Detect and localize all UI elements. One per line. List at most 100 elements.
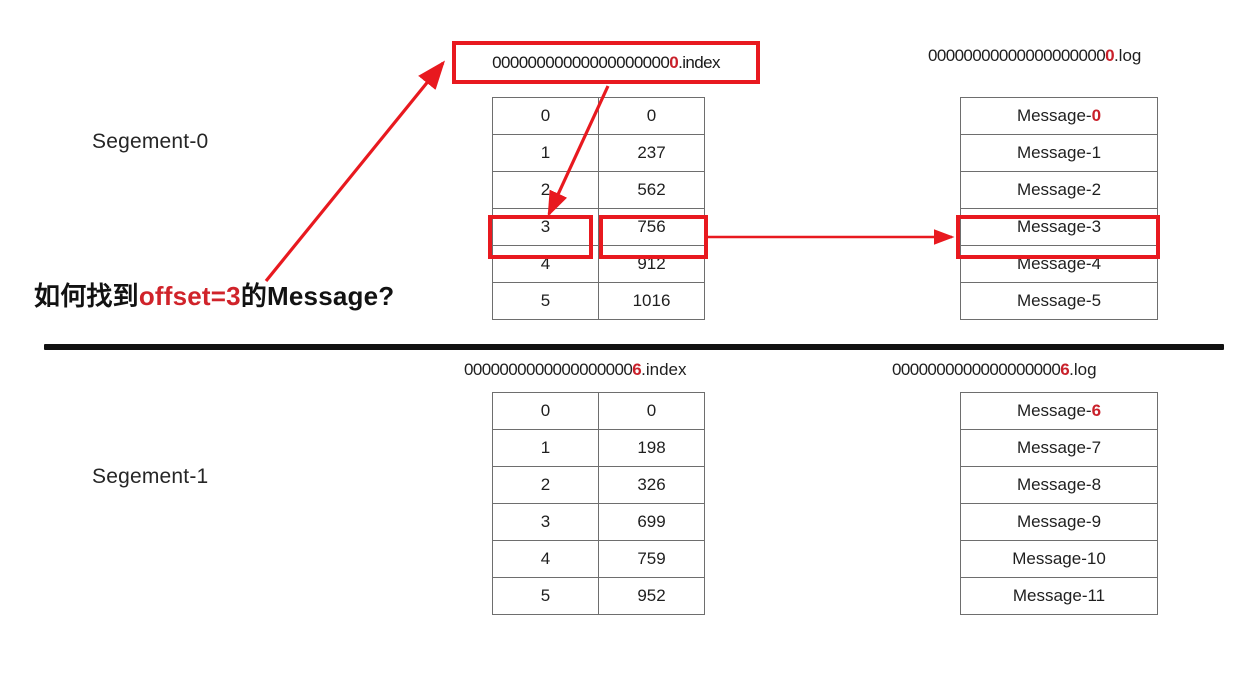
table-row: Message-5 xyxy=(960,282,1158,320)
table-row: Message-10 xyxy=(960,540,1158,578)
index-offset-cell: 4 xyxy=(492,245,599,283)
filename-zeros: 00000000000000000000 xyxy=(928,46,1106,65)
filename-highlight-digit: 6 xyxy=(1060,360,1070,379)
segment-1-log-table: Message-6 Message-7 Message-8 Message-9 … xyxy=(960,392,1158,615)
message-suffix: 0 xyxy=(1091,106,1102,125)
message-suffix: 11 xyxy=(1087,586,1106,605)
index-offset-cell: 2 xyxy=(492,466,599,504)
table-row: 4 759 xyxy=(492,540,705,578)
message-suffix: 1 xyxy=(1091,143,1102,162)
message-prefix: Message- xyxy=(1016,475,1092,494)
table-row: 1 237 xyxy=(492,134,705,172)
message-prefix: Message- xyxy=(1016,106,1092,125)
log-message-cell: Message-11 xyxy=(960,577,1158,615)
filename-highlight-digit: 0 xyxy=(1105,46,1114,65)
segment-1-index-table: 0 0 1 198 2 326 3 699 4 759 5 952 xyxy=(492,392,705,615)
log-message-cell: Message-7 xyxy=(960,429,1158,467)
log-message-cell: Message-2 xyxy=(960,171,1158,209)
log-message-cell: Message-9 xyxy=(960,503,1158,541)
message-suffix: 7 xyxy=(1091,438,1102,457)
table-row: Message-9 xyxy=(960,503,1158,541)
index-position-cell: 699 xyxy=(598,503,705,541)
log-message-cell: Message-5 xyxy=(960,282,1158,320)
filename-extension: .log xyxy=(1113,46,1142,65)
log-message-cell: Message-8 xyxy=(960,466,1158,504)
index-position-cell: 759 xyxy=(598,540,705,578)
arrow-caption-to-index-file xyxy=(264,60,446,283)
segment-1-log-filename: 00000000000000000006.log xyxy=(892,360,1097,380)
table-row: 4 912 xyxy=(492,245,705,283)
index-position-cell: 562 xyxy=(598,171,705,209)
index-position-cell: 237 xyxy=(598,134,705,172)
message-prefix: Message- xyxy=(1016,438,1092,457)
filename-zeros: 00000000000000000000 xyxy=(492,52,670,72)
index-position-cell: 912 xyxy=(598,245,705,283)
message-suffix: 6 xyxy=(1091,401,1102,420)
index-position-cell: 1016 xyxy=(598,282,705,320)
filename-zeros: 0000000000000000000 xyxy=(464,360,633,379)
question-caption: 如何找到offset=3的Message? xyxy=(34,276,394,313)
index-position-cell: 0 xyxy=(598,97,705,135)
segment-1-label: Segement-1 xyxy=(92,465,209,488)
message-suffix: 2 xyxy=(1091,180,1102,199)
table-row: Message-6 xyxy=(960,392,1158,430)
index-position-cell: 198 xyxy=(598,429,705,467)
message-prefix: Message- xyxy=(1016,143,1092,162)
index-offset-cell: 0 xyxy=(492,392,599,430)
table-row: Message-4 xyxy=(960,245,1158,283)
table-row: Message-8 xyxy=(960,466,1158,504)
index-offset-cell: 2 xyxy=(492,171,599,209)
log-message-cell: Message-4 xyxy=(960,245,1158,283)
index-position-cell: 326 xyxy=(598,466,705,504)
filename-extension: .index xyxy=(641,360,687,379)
segment-1-index-filename: 00000000000000000006.index xyxy=(464,360,686,380)
index-offset-cell: 1 xyxy=(492,429,599,467)
table-row: Message-7 xyxy=(960,429,1158,467)
table-row: 2 326 xyxy=(492,466,705,504)
index-offset-cell: 5 xyxy=(492,577,599,615)
index-position-cell: 756 xyxy=(598,208,705,246)
table-row: 5 1016 xyxy=(492,282,705,320)
table-row: 3 699 xyxy=(492,503,705,541)
index-position-cell: 0 xyxy=(598,392,705,430)
log-message-cell: Message-3 xyxy=(960,208,1158,246)
filename-zeros: 0000000000000000000 xyxy=(892,360,1061,379)
message-prefix: Message- xyxy=(1016,401,1092,420)
table-row: 0 0 xyxy=(492,392,705,430)
index-offset-cell: 0 xyxy=(492,97,599,135)
caption-suffix: 的Message? xyxy=(240,281,395,311)
table-row: 2 562 xyxy=(492,171,705,209)
segment-0-index-filename: 000000000000000000000.index xyxy=(492,53,720,73)
table-row: 5 952 xyxy=(492,577,705,615)
table-row: Message-1 xyxy=(960,134,1158,172)
segment-0-index-filename-box[interactable]: 000000000000000000000.index xyxy=(452,41,760,84)
message-suffix: 8 xyxy=(1091,475,1102,494)
segment-0-index-table: 0 0 1 237 2 562 3 756 4 912 5 1016 xyxy=(492,97,705,320)
segment-0-log-filename: 000000000000000000000.log xyxy=(928,46,1141,66)
segment-divider xyxy=(44,344,1224,350)
table-row-highlighted: 3 756 xyxy=(492,208,705,246)
message-prefix: Message- xyxy=(1016,254,1092,273)
log-message-cell: Message-6 xyxy=(960,392,1158,430)
filename-highlight-digit: 0 xyxy=(669,52,679,72)
table-row: Message-2 xyxy=(960,171,1158,209)
message-suffix: 10 xyxy=(1086,549,1106,568)
index-offset-cell: 5 xyxy=(492,282,599,320)
index-offset-cell: 4 xyxy=(492,540,599,578)
message-prefix: Message- xyxy=(1016,291,1092,310)
index-offset-cell: 3 xyxy=(492,503,599,541)
table-row: 1 198 xyxy=(492,429,705,467)
message-suffix: 5 xyxy=(1091,291,1102,310)
caption-prefix: 如何找到 xyxy=(34,281,139,311)
message-prefix: Message- xyxy=(1016,512,1092,531)
table-row: Message-0 xyxy=(960,97,1158,135)
table-row-highlighted: Message-3 xyxy=(960,208,1158,246)
index-offset-cell: 1 xyxy=(492,134,599,172)
index-offset-cell: 3 xyxy=(492,208,599,246)
message-prefix: Message- xyxy=(1016,217,1092,236)
segment-0-log-table: Message-0 Message-1 Message-2 Message-3 … xyxy=(960,97,1158,320)
log-message-cell: Message-1 xyxy=(960,134,1158,172)
message-prefix: Message- xyxy=(1016,180,1092,199)
message-suffix: 3 xyxy=(1091,217,1102,236)
